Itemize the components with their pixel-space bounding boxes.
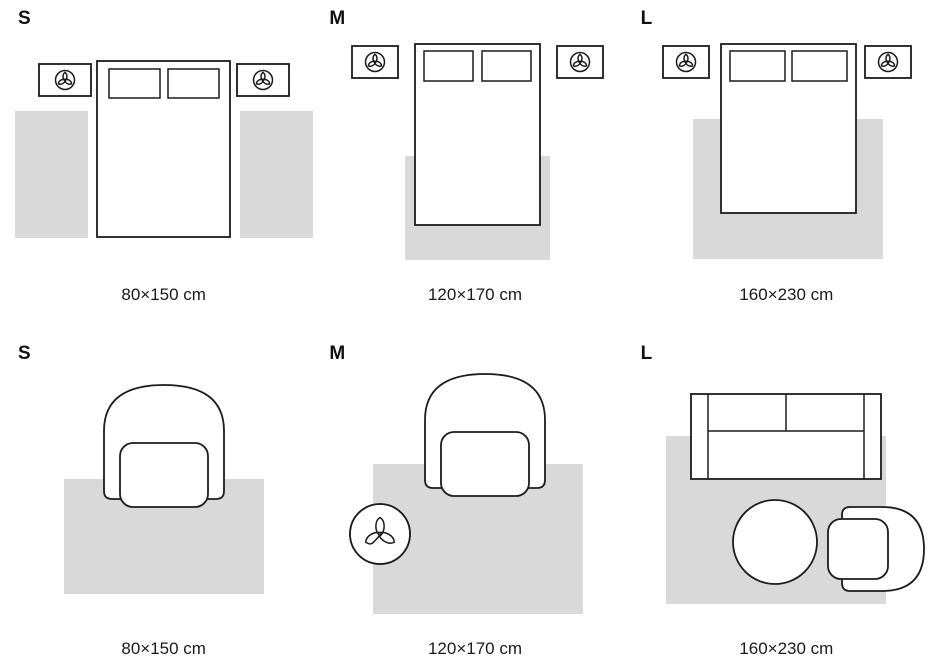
bedroom-small-illustration bbox=[14, 60, 313, 238]
bed bbox=[720, 43, 858, 214]
size-caption: 120×170 cm bbox=[427, 285, 523, 304]
pillow bbox=[107, 68, 161, 99]
armchair-seat bbox=[827, 518, 890, 580]
size-label: S bbox=[18, 343, 31, 364]
bedroom-large-illustration bbox=[662, 43, 913, 259]
pillow bbox=[423, 50, 474, 82]
pillow bbox=[166, 68, 220, 99]
armchair-seat bbox=[118, 442, 209, 508]
size-caption: 160×230 cm bbox=[739, 639, 834, 658]
left-side-rug bbox=[14, 111, 88, 238]
size-label: L bbox=[640, 343, 653, 364]
size-caption: 80×150 cm bbox=[121, 639, 206, 658]
armchair-seat bbox=[440, 431, 530, 497]
panel-living-large: L 160×230 cm bbox=[631, 335, 942, 670]
panel-living-small: S 80×150 cm bbox=[8, 335, 319, 670]
size-caption: 160×230 cm bbox=[739, 285, 834, 304]
size-caption: 80×150 cm bbox=[121, 285, 206, 304]
pillow bbox=[791, 50, 849, 82]
panel-bedroom-medium: M 120×170 cm bbox=[319, 0, 630, 335]
coffee-table bbox=[732, 499, 819, 585]
size-label: L bbox=[640, 8, 653, 29]
size-caption: 120×170 cm bbox=[427, 639, 523, 658]
size-label: S bbox=[18, 8, 31, 29]
bedroom-medium-illustration bbox=[351, 43, 604, 260]
size-label: M bbox=[329, 343, 346, 364]
living-small-illustration bbox=[63, 384, 264, 594]
living-large-illustration bbox=[666, 393, 926, 604]
panel-bedroom-small: S 80×150 cm bbox=[8, 0, 319, 335]
bed bbox=[414, 43, 541, 226]
bed bbox=[95, 60, 231, 238]
living-medium-illustration bbox=[349, 373, 583, 614]
pillow bbox=[481, 50, 532, 82]
panel-living-medium: M 120×170 cm bbox=[319, 335, 630, 670]
panel-bedroom-large: L 160×230 cm bbox=[631, 0, 942, 335]
right-side-rug bbox=[239, 111, 313, 238]
pillow bbox=[729, 50, 787, 82]
left-nightstand bbox=[37, 63, 92, 97]
size-label: M bbox=[329, 8, 346, 29]
